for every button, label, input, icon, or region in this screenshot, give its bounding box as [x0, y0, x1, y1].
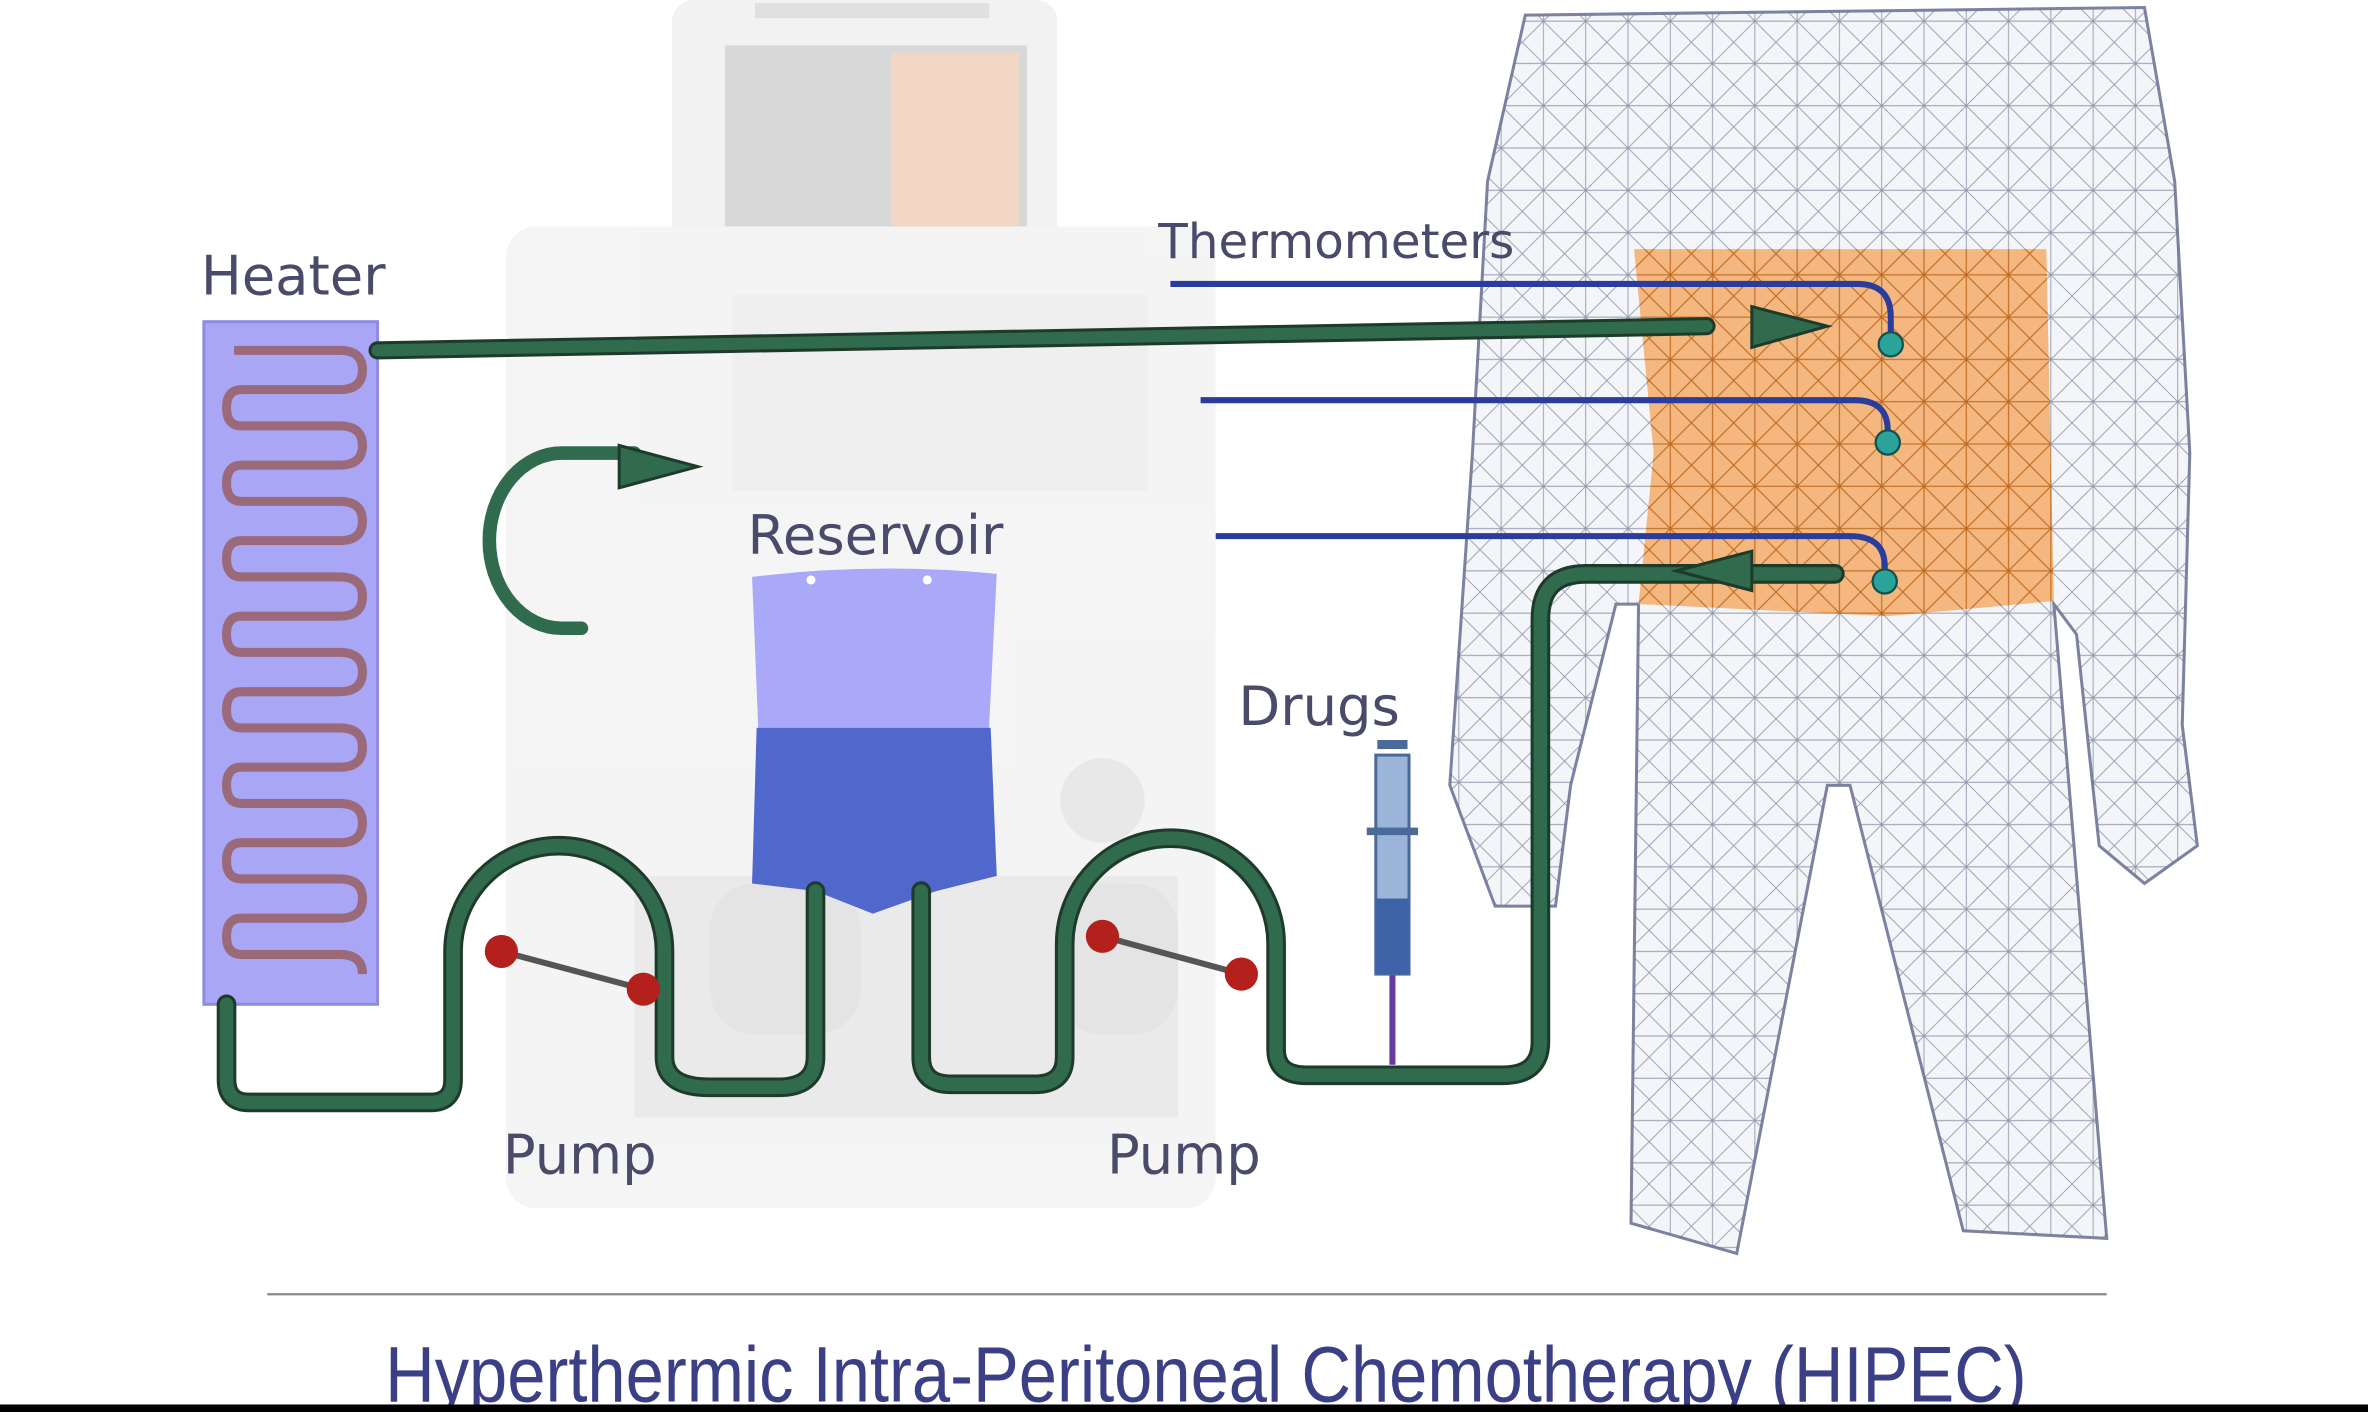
drugs-label: Drugs: [1238, 675, 1400, 738]
thermometers-label: Thermometers: [1157, 214, 1514, 270]
drug-syringe-icon: [1366, 739, 1419, 1065]
heater: [202, 320, 380, 1006]
human-body-wireframe: [1448, 6, 2199, 1256]
heater-coil: [221, 345, 367, 975]
arrow-head-inflow: [1750, 304, 1834, 350]
reservoir-label: Reservoir: [748, 504, 1004, 567]
tubing: [216, 317, 1845, 1113]
pump-rotor-right: [1085, 919, 1258, 991]
reservoir-bag: [752, 568, 997, 914]
pump-rotor-left: [484, 934, 660, 1006]
arrow-head-return: [617, 443, 704, 490]
arrow-head-outflow: [1670, 549, 1754, 593]
pump-label-right: Pump: [1107, 1123, 1261, 1186]
flow-direction-arrow: [482, 446, 642, 636]
pump-label-left: Pump: [503, 1123, 657, 1186]
diagram-title: Hyperthermic Intra-Peritoneal Chemothera…: [385, 1330, 2027, 1412]
bottom-bar: [0, 1404, 2368, 1412]
heater-label: Heater: [201, 244, 386, 307]
